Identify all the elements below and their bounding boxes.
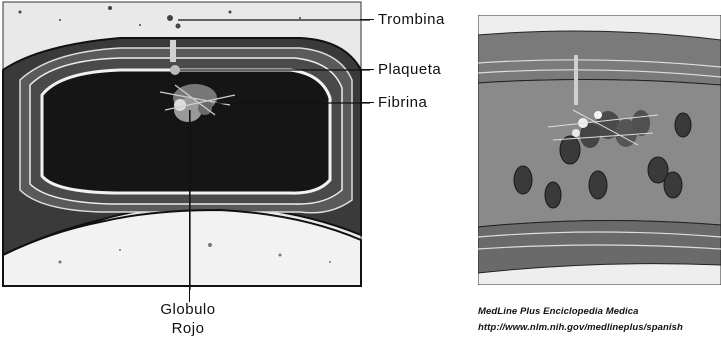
vessel-cross-section-diagram — [0, 0, 370, 290]
label-plaqueta: Plaqueta — [378, 61, 441, 78]
globulo-leader — [189, 110, 190, 302]
source-caption-url[interactable]: http://www.nlm.nih.gov/medlineplus/spani… — [478, 322, 683, 333]
fibrina-leader-ext — [360, 102, 374, 103]
plaqueta-leader-ext — [360, 69, 374, 70]
vessel-clot-illustration — [478, 15, 721, 285]
label-fibrina: Fibrina — [378, 94, 427, 111]
trombina-leader-ext — [360, 19, 374, 20]
source-caption-title: MedLine Plus Enciclopedia Medica — [478, 306, 639, 317]
label-globulo-line1: Globulo — [158, 301, 218, 318]
label-globulo-line2: Rojo — [158, 320, 218, 337]
label-trombina: Trombina — [378, 11, 445, 28]
